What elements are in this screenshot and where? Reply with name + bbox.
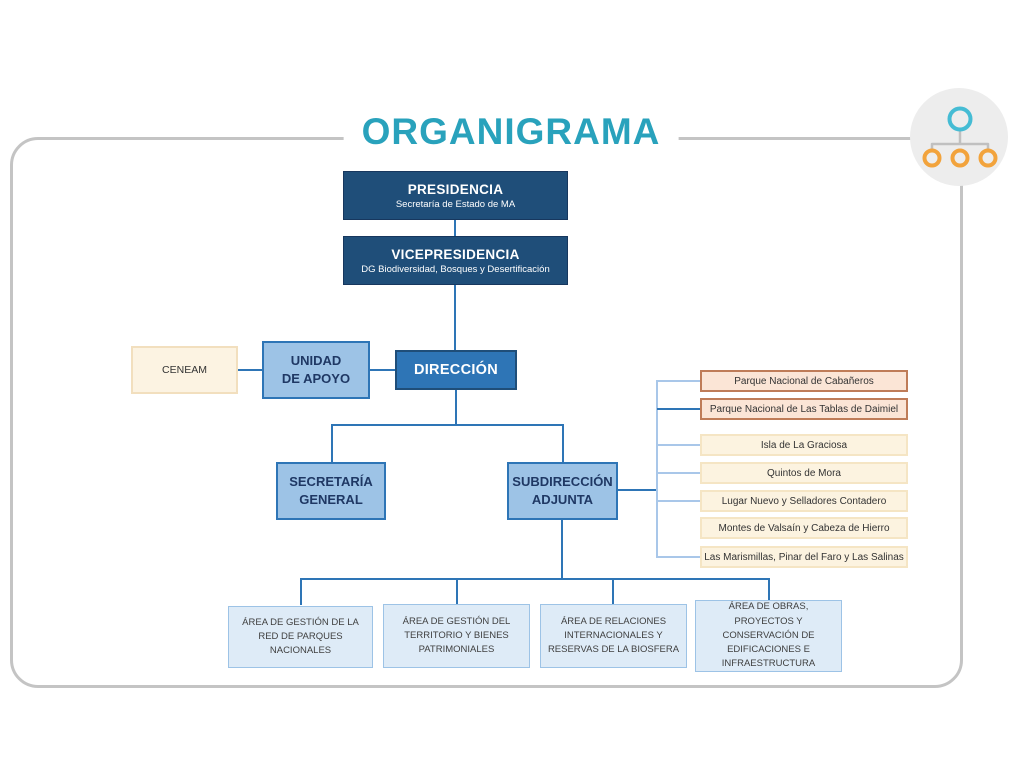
node-lugar-nuevo: Lugar Nuevo y Selladores Contadero <box>700 490 908 512</box>
node-sublabel: DG Biodiversidad, Bosques y Desertificac… <box>361 263 550 275</box>
node-area-obras: ÁREA DE OBRAS, PROYECTOS Y CONSERVACIÓN … <box>695 600 842 672</box>
node-label: SUBDIRECCIÓN ADJUNTA <box>512 473 613 507</box>
connector <box>238 369 262 371</box>
node-parque-tablas-daimiel: Parque Nacional de Las Tablas de Daimiel <box>700 398 908 420</box>
node-las-marismillas: Las Marismillas, Pinar del Faro y Las Sa… <box>700 546 908 568</box>
node-area-relaciones: ÁREA DE RELACIONES INTERNACIONALES Y RES… <box>540 604 687 668</box>
node-label: ÁREA DE RELACIONES INTERNACIONALES Y RES… <box>547 615 680 656</box>
node-label: Parque Nacional de Cabañeros <box>734 375 874 387</box>
connector <box>455 390 457 424</box>
node-label: Lugar Nuevo y Selladores Contadero <box>721 495 887 507</box>
node-label: Isla de La Graciosa <box>760 439 848 451</box>
node-label: ÁREA DE GESTIÓN DE LA RED DE PARQUES NAC… <box>242 616 359 657</box>
node-area-territorio: ÁREA DE GESTIÓN DEL TERRITORIO Y BIENES … <box>383 604 530 668</box>
connector <box>656 556 700 558</box>
node-montes-valsain: Montes de Valsaín y Cabeza de Hierro <box>700 517 908 539</box>
org-chart-icon <box>910 88 1008 191</box>
connector <box>656 500 700 502</box>
node-label: Parque Nacional de Las Tablas de Daimiel <box>709 403 899 415</box>
node-label: VICEPRESIDENCIA <box>391 246 520 262</box>
node-direccion: DIRECCIÓN <box>395 350 517 390</box>
connector <box>656 380 658 558</box>
connector <box>768 578 770 602</box>
node-label: ÁREA DE OBRAS, PROYECTOS Y CONSERVACIÓN … <box>721 601 816 670</box>
node-sublabel: Secretaría de Estado de MA <box>395 198 516 210</box>
connector <box>562 424 564 462</box>
node-area-red-parques: ÁREA DE GESTIÓN DE LA RED DE PARQUES NAC… <box>228 606 373 668</box>
connector <box>331 424 333 462</box>
connector <box>300 578 302 605</box>
connector <box>561 520 563 579</box>
node-quintos-de-mora: Quintos de Mora <box>700 462 908 484</box>
node-ceneam: CENEAM <box>131 346 238 394</box>
connector <box>300 578 770 580</box>
node-label: CENEAM <box>162 364 207 376</box>
node-vicepresidencia: VICEPRESIDENCIA DG Biodiversidad, Bosque… <box>343 236 568 285</box>
connector <box>454 285 456 350</box>
connector <box>656 472 700 474</box>
node-presidencia: PRESIDENCIA Secretaría de Estado de MA <box>343 171 568 220</box>
node-subdireccion-adjunta: SUBDIRECCIÓN ADJUNTA <box>507 462 618 520</box>
node-label: Quintos de Mora <box>767 467 841 479</box>
connector <box>454 220 456 236</box>
node-label: PRESIDENCIA <box>407 181 504 197</box>
node-isla-la-graciosa: Isla de La Graciosa <box>700 434 908 456</box>
connector <box>370 369 395 371</box>
node-label: UNIDAD DE APOYO <box>281 352 351 386</box>
node-label: DIRECCIÓN <box>413 362 499 378</box>
node-label: SECRETARÍA GENERAL <box>289 473 373 507</box>
node-unidad-de-apoyo: UNIDAD DE APOYO <box>262 341 370 399</box>
connector <box>612 578 614 605</box>
node-parque-cabaneros: Parque Nacional de Cabañeros <box>700 370 908 392</box>
node-label: Montes de Valsaín y Cabeza de Hierro <box>718 522 890 534</box>
page-title: ORGANIGRAMA <box>343 108 679 156</box>
node-secretaria-general: SECRETARÍA GENERAL <box>276 462 386 520</box>
node-label: ÁREA DE GESTIÓN DEL TERRITORIO Y BIENES … <box>402 615 511 656</box>
connector <box>331 424 564 426</box>
node-label: Las Marismillas, Pinar del Faro y Las Sa… <box>704 551 904 563</box>
connector <box>456 578 458 605</box>
connector <box>618 489 658 491</box>
connector <box>656 380 700 382</box>
connector <box>657 408 700 410</box>
connector <box>656 444 700 446</box>
